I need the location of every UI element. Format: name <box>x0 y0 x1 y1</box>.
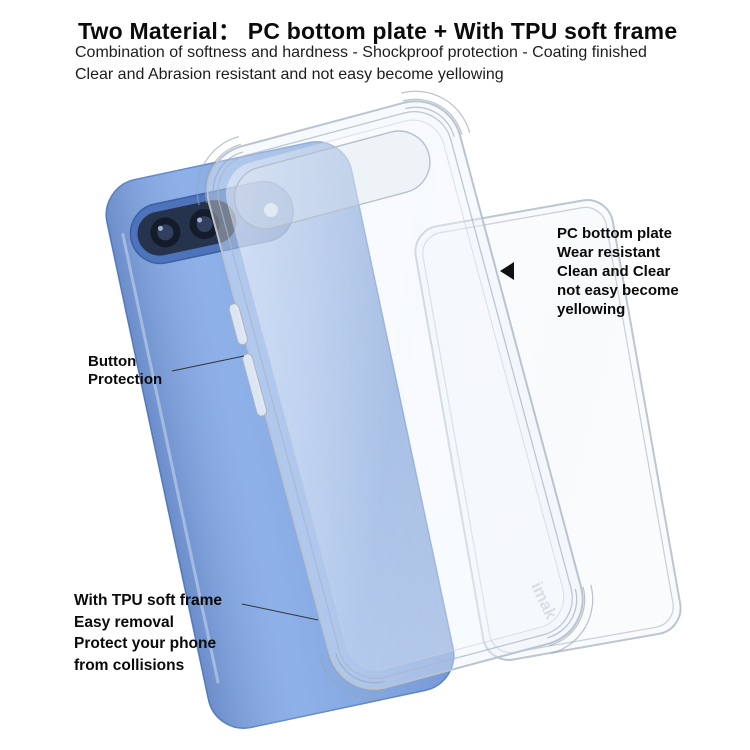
page-subtitle: Combination of softness and hardness - S… <box>75 42 647 85</box>
tpu-frame-pointer-line <box>241 603 319 621</box>
case-inner-wall <box>217 111 573 679</box>
case-corner-airbag-arc <box>335 652 385 684</box>
case-corner-airbag-arc <box>405 106 455 138</box>
camera-lens-glint <box>197 217 203 223</box>
button-protection-pointer-line <box>171 355 245 372</box>
annotation-line: from collisions <box>74 656 185 674</box>
case-inner-lip <box>225 119 565 671</box>
case-corner-airbag-arc <box>327 655 388 692</box>
case-corner-airbag-arc <box>204 143 242 204</box>
annotation-line: Easy removal <box>74 613 174 631</box>
annotation-tpu-frame: With TPU soft frame Easy removal Protect… <box>74 590 222 676</box>
case-corner-airbag-arc <box>548 586 586 647</box>
case-camera-cutout <box>233 130 431 230</box>
subtitle-line: Combination of softness and hardness - S… <box>75 44 647 61</box>
subtitle-line: Clear and Abrasion resistant and not eas… <box>75 65 504 83</box>
annotation-line: Clean and Clear <box>557 263 671 280</box>
case-corner-airbag-arc <box>319 657 390 700</box>
phone-edge-highlight <box>121 233 220 684</box>
case-corner-airbags <box>196 90 594 700</box>
case-power-button <box>228 303 248 346</box>
case-corner-airbag-arc <box>402 98 463 135</box>
annotation-line: yellowing <box>557 301 626 318</box>
annotation-button-protection: Button Protection <box>88 353 162 389</box>
case-volume-button <box>242 353 268 417</box>
camera-lens-glint <box>157 225 163 231</box>
annotation-line: Wear resistant <box>557 244 661 261</box>
annotation-line: Protect your phone <box>74 635 217 652</box>
annotation-line: not easy become <box>557 282 679 299</box>
case-corner-airbag-arc <box>551 584 594 654</box>
annotation-line: With TPU soft frame <box>74 592 222 609</box>
annotation-line: Button <box>88 353 137 370</box>
tpu-case <box>196 90 594 700</box>
left-arrow-icon <box>500 262 514 280</box>
annotation-line: PC bottom plate <box>557 225 672 242</box>
case-corner-airbag-arc <box>212 151 244 202</box>
case-corner-airbag-arc <box>400 90 471 133</box>
page-title: Two Material： PC bottom plate + With TPU… <box>78 18 678 44</box>
case-corner-airbag-arc <box>196 136 239 206</box>
annotation-line: Protection <box>88 371 163 388</box>
annotation-pc-plate: PC bottom plate Wear resistant Clean and… <box>557 224 679 319</box>
case-corner-airbag-arc <box>546 588 578 639</box>
